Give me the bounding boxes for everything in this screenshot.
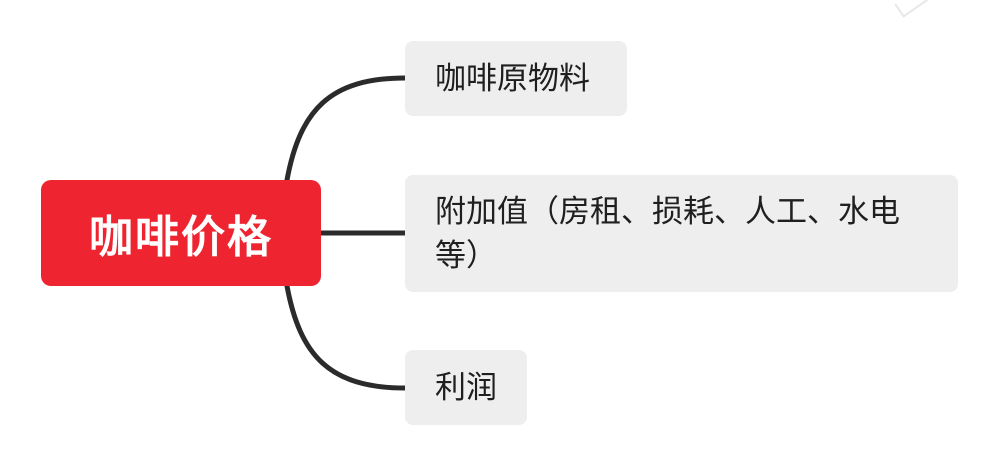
child-node-raw-materials: 咖啡原物料 [405, 41, 627, 116]
child-node-label: 咖啡原物料 [435, 60, 590, 97]
child-node-added-value: 附加值（房租、损耗、人工、水电等） [405, 175, 958, 292]
connector-to-profit [284, 283, 408, 391]
child-node-label: 附加值（房租、损耗、人工、水电等） [435, 193, 900, 274]
root-node-coffee-price: 咖啡价格 [41, 180, 321, 286]
child-node-profit: 利润 [405, 350, 527, 425]
root-node-label: 咖啡价格 [89, 212, 273, 263]
connector-to-raw-materials [284, 75, 408, 183]
child-node-label: 利润 [435, 369, 497, 406]
